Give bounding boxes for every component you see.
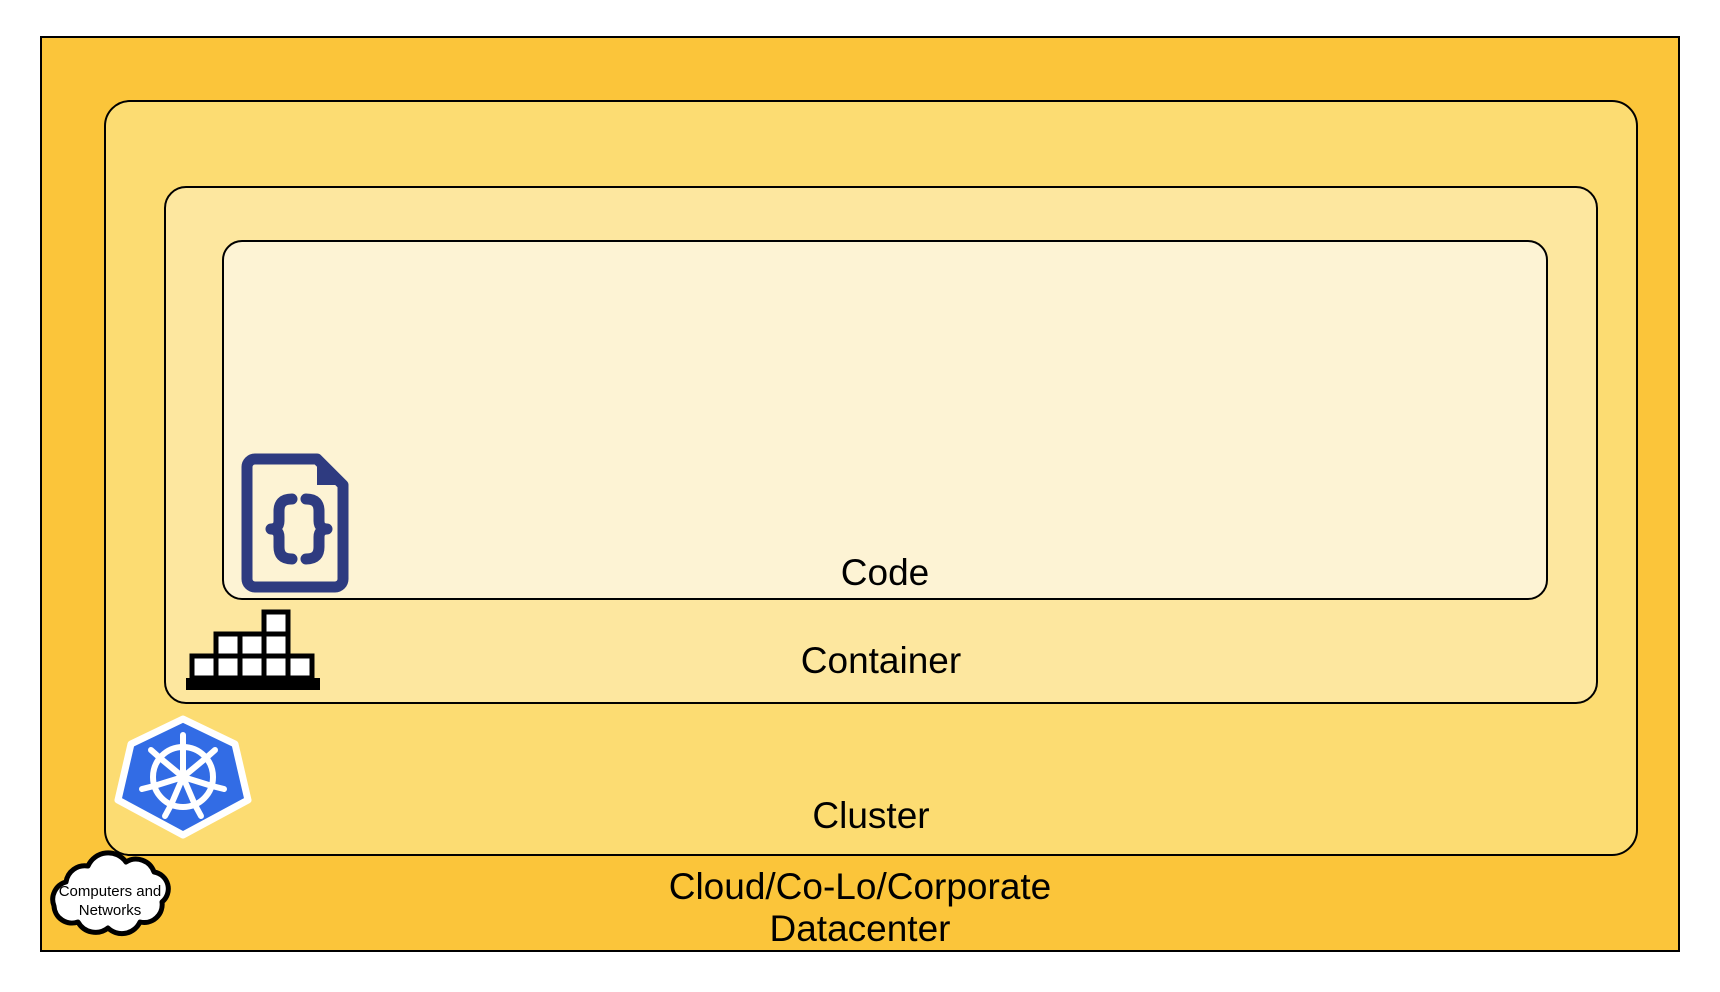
layer-label-cluster: Cluster xyxy=(812,795,930,836)
kubernetes-icon xyxy=(114,715,252,839)
cloud-icon: Computers and Networks xyxy=(32,850,188,950)
layer-label-container: Container xyxy=(800,640,962,681)
code-file-icon xyxy=(241,453,355,593)
layer-label-datacenter: Cloud/Co-Lo/Corporate Datacenter xyxy=(668,866,1052,949)
layer-label-code: Code xyxy=(840,552,930,593)
container-bricks-icon xyxy=(184,608,322,692)
layer-code xyxy=(222,240,1548,600)
